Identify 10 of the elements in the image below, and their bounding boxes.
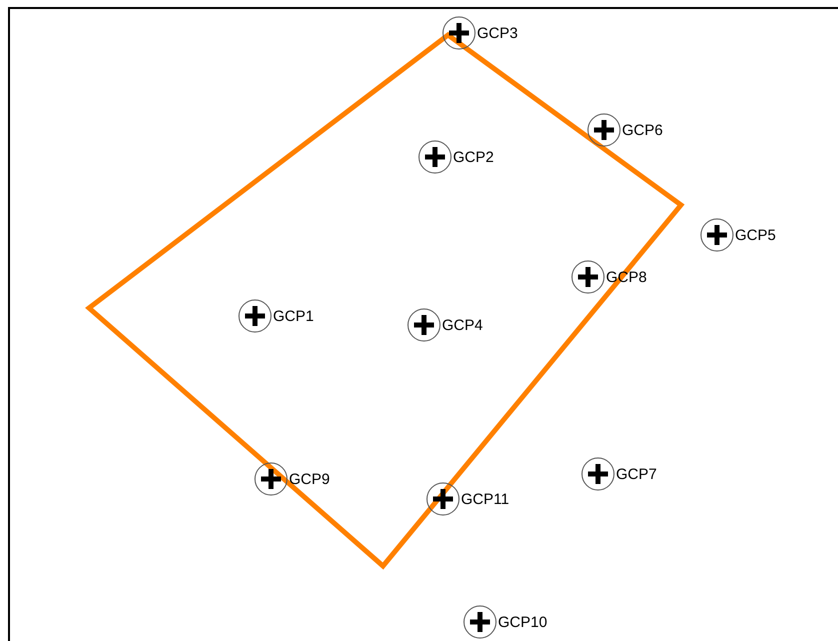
point-label: GCP3: [477, 25, 518, 42]
point-label: GCP6: [622, 122, 663, 139]
point-label: GCP7: [616, 466, 657, 483]
point-label: GCP9: [289, 471, 330, 488]
point-label: GCP11: [461, 491, 510, 508]
point-label: GCP10: [498, 614, 548, 631]
point-label: GCP4: [442, 317, 483, 334]
point-label: GCP5: [735, 227, 776, 244]
point-label: GCP1: [273, 308, 314, 325]
point-label: GCP2: [453, 149, 494, 166]
